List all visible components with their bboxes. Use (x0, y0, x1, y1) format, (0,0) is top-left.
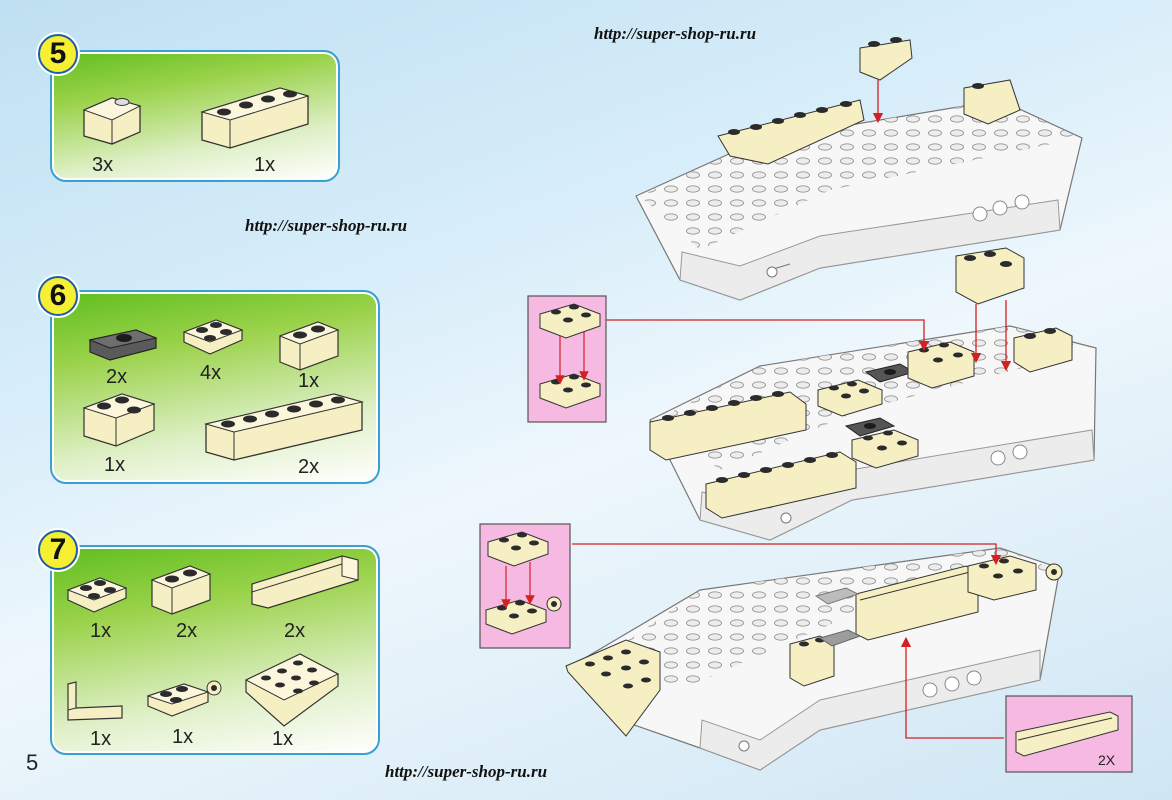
callout-bracket (1005, 695, 1133, 773)
step-5-number: 5 (38, 34, 78, 74)
wedge-plate-icon (244, 650, 340, 730)
corner-brick-icon (82, 388, 156, 450)
slope-part-c (963, 79, 1021, 125)
brick-1x4-icon (200, 84, 310, 154)
plate-2x2-icon (182, 316, 244, 360)
step-5-qty-2: 1x (254, 154, 276, 176)
brick-1x6-b (705, 451, 857, 519)
brick-1x2-icon (278, 318, 340, 372)
long-bracket-icon (250, 550, 362, 612)
slope-part-b (859, 39, 913, 81)
model-step-5 (635, 37, 1083, 301)
plate-2x2-icon (66, 574, 128, 618)
slope-brick-icon (82, 92, 142, 148)
model-step-7 (565, 543, 1063, 771)
brick-1x6-icon (204, 390, 364, 464)
watermark-bottom: http://super-shop-ru.ru (385, 762, 548, 781)
step-7-qty-3: 2x (284, 620, 306, 642)
step-7-qty-4: 1x (90, 728, 112, 750)
step-6-qty-1: 2x (106, 366, 128, 388)
brick-1x2-icon (150, 562, 212, 616)
callout-step-6 (527, 295, 607, 423)
step-5-qty-1: 3x (92, 154, 114, 176)
watermark-top: http://super-shop-ru.ru (594, 24, 757, 43)
step-6-qty-5: 2x (298, 456, 320, 478)
dark-jumper-plate-icon (88, 326, 158, 364)
watermark-middle: http://super-shop-ru.ru (245, 216, 408, 235)
model-step-6 (606, 247, 1097, 541)
step-7-qty-1: 1x (90, 620, 112, 642)
step-6-qty-4: 1x (104, 454, 126, 476)
step-7-number: 7 (38, 530, 78, 570)
callout-step-7 (479, 523, 571, 649)
plate-with-clip-icon (146, 678, 226, 722)
step-6-qty-2: 4x (200, 362, 222, 384)
step-6-number: 6 (38, 276, 78, 316)
step-7-qty-2: 2x (176, 620, 198, 642)
page-number: 5 (26, 750, 39, 775)
brick-1x6-a (649, 391, 807, 461)
step-6-qty-3: 1x (298, 370, 320, 392)
step-7-qty-5: 1x (172, 726, 194, 748)
slope-part-a (717, 99, 865, 165)
step-7-qty-6: 1x (272, 728, 294, 750)
callout-quantity: 2X (1098, 752, 1116, 768)
small-bracket-icon (64, 678, 126, 724)
